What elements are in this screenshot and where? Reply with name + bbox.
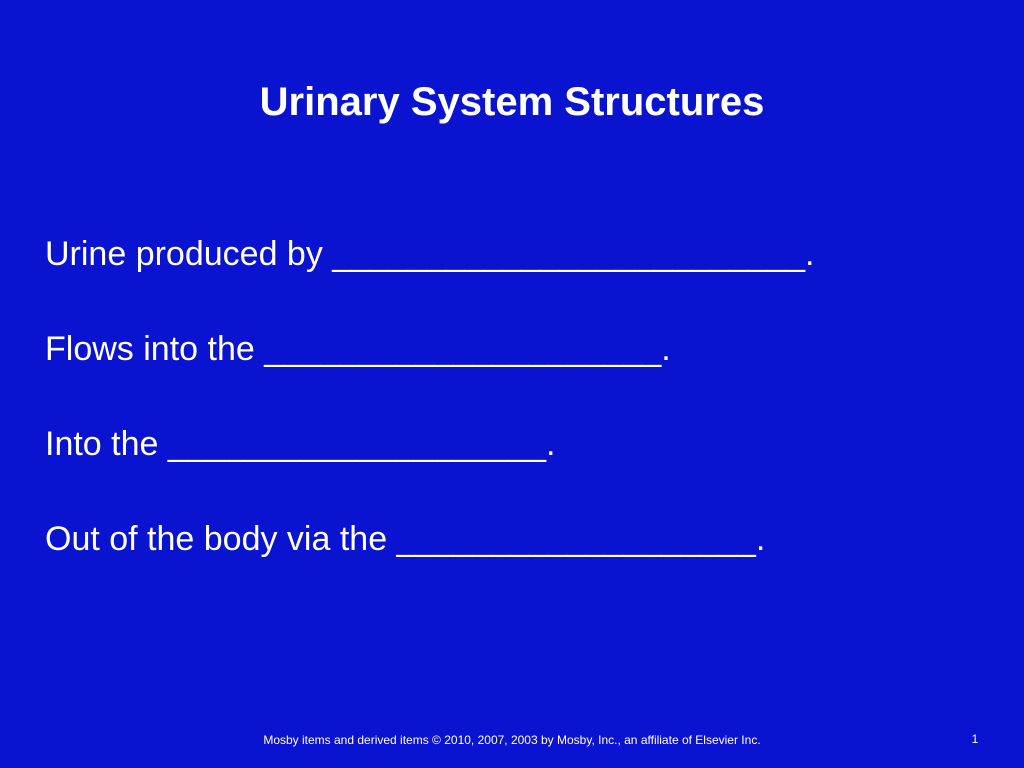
fill-in-line-2: Flows into the _____________________. [45, 330, 671, 368]
fill-in-line-3: Into the ____________________. [45, 425, 556, 463]
slide-title: Urinary System Structures [259, 80, 765, 124]
fill-in-line-4: Out of the body via the ________________… [45, 520, 766, 558]
copyright-footer: Mosby items and derived items © 2010, 20… [263, 733, 761, 747]
fill-in-line-1: Urine produced by ______________________… [45, 235, 815, 273]
page-number: 1 [971, 732, 979, 746]
